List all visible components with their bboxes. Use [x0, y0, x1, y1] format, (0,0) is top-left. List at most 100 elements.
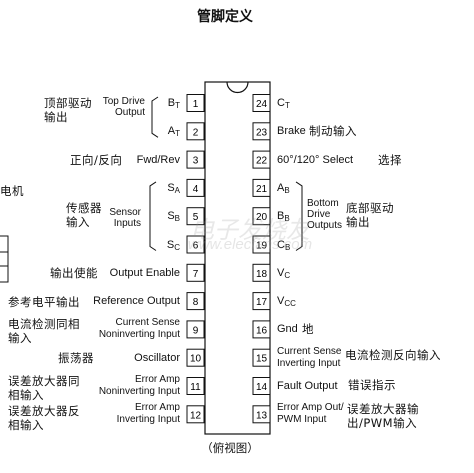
- pin-name-3: Fwd/Rev: [136, 153, 180, 166]
- pin-box-24: [252, 94, 271, 112]
- pin-box-11: [186, 377, 205, 395]
- pin-number-3: 3: [193, 156, 199, 167]
- pin-number-14: 14: [256, 382, 268, 393]
- pin-name-7: Output Enable: [109, 266, 180, 279]
- pin-number-8: 8: [193, 297, 199, 308]
- pin-name-23: Brake: [277, 125, 306, 138]
- pin-name-10: Oscillator: [134, 351, 180, 364]
- pin-box-3: [186, 150, 205, 169]
- pin-number-13: 13: [256, 410, 268, 421]
- pin-number-1: 1: [193, 99, 199, 110]
- bracket-top-drive: [151, 96, 159, 138]
- cn-label-ea-out: 误差放大器输出/PWM输入: [347, 402, 419, 430]
- pin-name-4: SA: [167, 181, 180, 195]
- pin-number-17: 17: [256, 297, 268, 308]
- pin-box-13: [252, 405, 271, 424]
- watermark-url: www.elecfans.com: [187, 236, 313, 253]
- pin-name-21: AB: [277, 181, 290, 195]
- cn-label-fault: 错误指示: [348, 378, 396, 392]
- pin-number-16: 16: [256, 325, 268, 336]
- cn-label-motor: 电机: [0, 184, 24, 198]
- pin-box-16: [252, 320, 271, 339]
- pin-name-16: Gnd: [277, 323, 298, 336]
- bracket-bottom-drive: [295, 181, 303, 251]
- edge-table-stub: [0, 235, 9, 283]
- cn-label-sensor: 传感器输入: [66, 201, 102, 229]
- pin-name-18: VC: [277, 266, 291, 280]
- pin-box-2: [186, 122, 205, 141]
- pin-box-12: [186, 405, 205, 424]
- cn-label-osc: 振荡器: [58, 351, 94, 365]
- cn-label-fwd-rev: 正向/反向: [70, 153, 123, 167]
- ic-body: [204, 81, 271, 435]
- pin-name-14: Fault Output: [277, 380, 338, 392]
- pin-name-13: Error Amp Out/PWM Input: [277, 402, 344, 426]
- cn-label-top-drive: 顶部驱动输出: [44, 96, 92, 124]
- pin-name-2: AT: [167, 125, 180, 139]
- pin-number-11: 11: [190, 382, 201, 393]
- pin-number-7: 7: [193, 269, 199, 280]
- ic-notch: [226, 81, 249, 94]
- pin-number-12: 12: [190, 410, 202, 421]
- pin-box-21: [252, 178, 271, 197]
- cn-label-ea-inv: 误差放大器反相输入: [8, 404, 80, 432]
- pin-name-19: CB: [277, 238, 291, 252]
- pin-box-4: [186, 178, 205, 197]
- pin-number-9: 9: [193, 325, 199, 336]
- pin-name-24: CT: [277, 97, 290, 110]
- view-caption: （俯视图）: [201, 441, 259, 455]
- pin-box-15: [252, 348, 271, 367]
- pin-number-6: 6: [193, 241, 199, 252]
- pin-box-19: [252, 235, 271, 254]
- pin-number-2: 2: [193, 127, 199, 138]
- pin-number-20: 20: [256, 212, 268, 223]
- pin-number-23: 23: [256, 127, 268, 138]
- cn-label-ref-output: 参考电平输出: [8, 295, 80, 309]
- watermark-cn: 电子发烧友: [190, 216, 310, 244]
- bracket-sensor: [149, 181, 157, 251]
- pin-box-22: [252, 150, 271, 169]
- pin-number-24: 24: [256, 99, 268, 110]
- pin-box-8: [186, 292, 205, 311]
- pin-name-6: SC: [166, 238, 180, 252]
- cn-label-cs-inv: 电流检测反向输入: [345, 348, 441, 362]
- pin-box-7: [186, 263, 205, 282]
- pin-name-20: BB: [277, 210, 290, 224]
- pin-name-22: 60°/120° Select: [277, 153, 354, 166]
- pin-box-10: [186, 348, 205, 367]
- pin-box-9: [186, 320, 205, 339]
- pin-number-21: 21: [256, 184, 268, 195]
- pin-box-14: [252, 377, 271, 395]
- pin-box-23: [252, 122, 271, 141]
- pin-name-8: Reference Output: [93, 295, 180, 308]
- pin-number-5: 5: [193, 212, 199, 223]
- cn-label-brake: 制动输入: [309, 124, 357, 138]
- pin-box-1: [186, 94, 205, 112]
- pin-number-4: 4: [193, 184, 199, 195]
- cn-label-bottom-drive: 底部驱动输出: [346, 201, 394, 229]
- cn-label-cs-noninv: 电流检测同相输入: [8, 317, 80, 345]
- pin-box-18: [252, 263, 271, 282]
- pin-box-20: [252, 207, 271, 226]
- cn-label-ea-noninv: 误差放大器同相输入: [8, 374, 80, 402]
- pin-box-6: [186, 235, 205, 254]
- pin-number-18: 18: [256, 269, 268, 280]
- cn-label-output-enable: 输出使能: [50, 266, 98, 280]
- pin-number-19: 19: [256, 241, 268, 252]
- page-title: 管脚定义: [197, 9, 253, 25]
- pin-number-10: 10: [190, 354, 202, 365]
- pin-name-1: BT: [167, 97, 180, 110]
- pin-number-15: 15: [256, 354, 268, 365]
- cn-label-select: 选择: [378, 153, 402, 167]
- pin-box-5: [186, 207, 205, 226]
- pin-name-5: SB: [167, 210, 180, 224]
